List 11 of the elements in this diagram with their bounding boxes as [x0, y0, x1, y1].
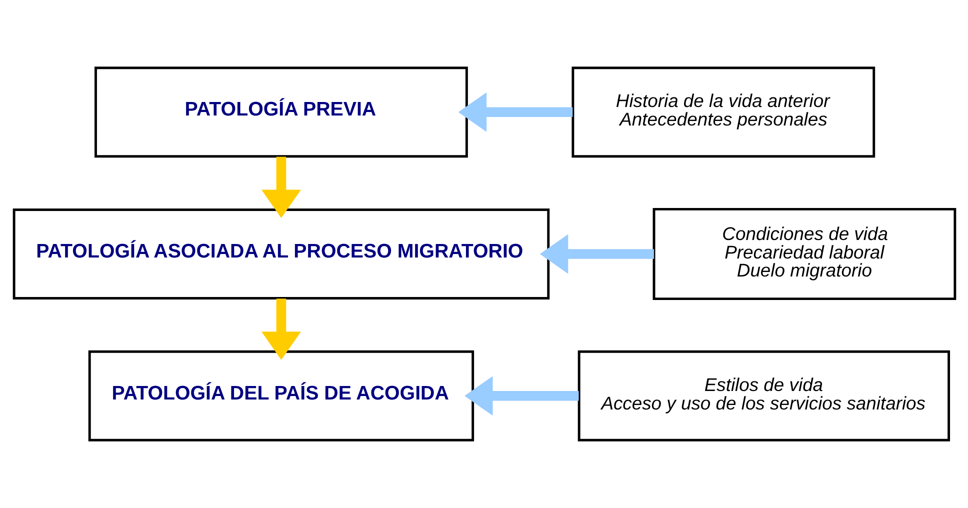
- node-box: PATOLOGÍA ASOCIADA AL PROCESO MIGRATORIO: [12, 208, 550, 300]
- arrow: [539, 234, 654, 274]
- arrow: [260, 298, 300, 360]
- node-box: Historia de la vida anterior Antecedentes personales: [571, 66, 875, 158]
- node-box: PATOLOGÍA PREVIA: [94, 66, 468, 158]
- arrow: [458, 92, 572, 132]
- node-box: Condiciones de vida Precariedad laboral Duelo migratorio: [652, 208, 956, 300]
- node-box: Estilos de vida Acceso y uso de los servicios sanitarios: [577, 350, 950, 442]
- node-box: PATOLOGÍA DEL PAÍS DE ACOGIDA: [88, 350, 474, 442]
- arrow: [464, 376, 578, 416]
- arrow: [260, 156, 300, 218]
